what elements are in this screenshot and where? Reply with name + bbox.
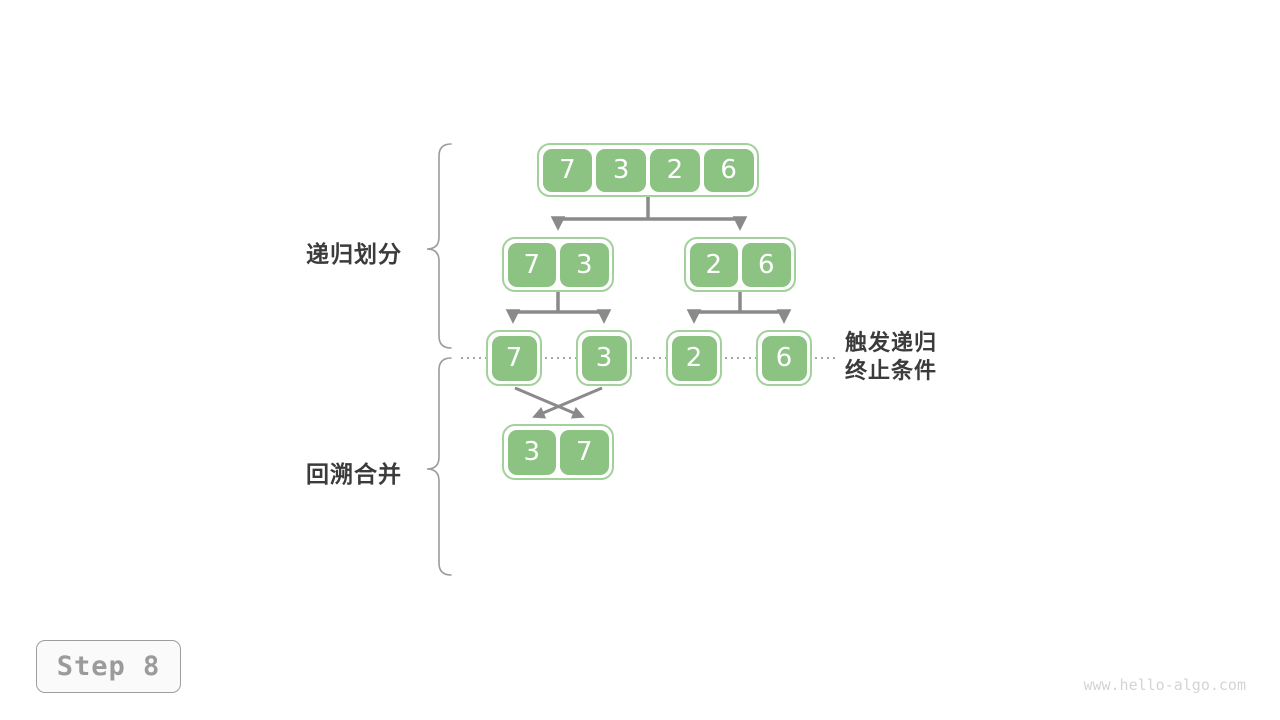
array-cell: 6 xyxy=(761,335,807,381)
termination-label-line1: 触发递归 xyxy=(845,330,938,355)
array-cell: 2 xyxy=(671,335,717,381)
array-cell: 7 xyxy=(560,429,609,475)
array-cell: 3 xyxy=(581,335,627,381)
array-cell: 2 xyxy=(689,242,738,287)
array-node-root: 7 3 2 6 xyxy=(537,143,759,197)
array-cell: 6 xyxy=(703,148,754,192)
site-credit: www.hello-algo.com xyxy=(1083,676,1246,694)
array-node-single-3: 3 xyxy=(576,330,632,386)
array-node-single-6: 6 xyxy=(756,330,812,386)
array-cell: 3 xyxy=(507,429,556,475)
termination-label-line2: 终止条件 xyxy=(845,358,938,383)
array-node-right-half: 2 6 xyxy=(684,237,796,292)
array-cell: 7 xyxy=(491,335,537,381)
array-node-merged: 3 7 xyxy=(502,424,614,480)
array-cell: 7 xyxy=(542,148,593,192)
array-cell: 6 xyxy=(742,242,791,287)
step-badge: Step 8 xyxy=(36,640,181,693)
divide-phase-label: 递归划分 xyxy=(306,241,402,267)
merge-phase-label: 回溯合并 xyxy=(306,461,402,487)
merge-arrow-7 xyxy=(514,386,585,419)
array-cell: 7 xyxy=(507,242,556,287)
array-node-left-half: 7 3 xyxy=(502,237,614,292)
array-node-single-2: 2 xyxy=(666,330,722,386)
array-cell: 2 xyxy=(650,148,700,192)
merge-arrow-3 xyxy=(532,386,603,419)
merge-brace xyxy=(426,357,452,576)
termination-label: 触发递归 终止条件 xyxy=(845,329,937,385)
array-cell: 3 xyxy=(596,148,646,192)
array-cell: 3 xyxy=(560,242,609,287)
array-node-single-7: 7 xyxy=(486,330,542,386)
divide-brace xyxy=(426,143,452,349)
